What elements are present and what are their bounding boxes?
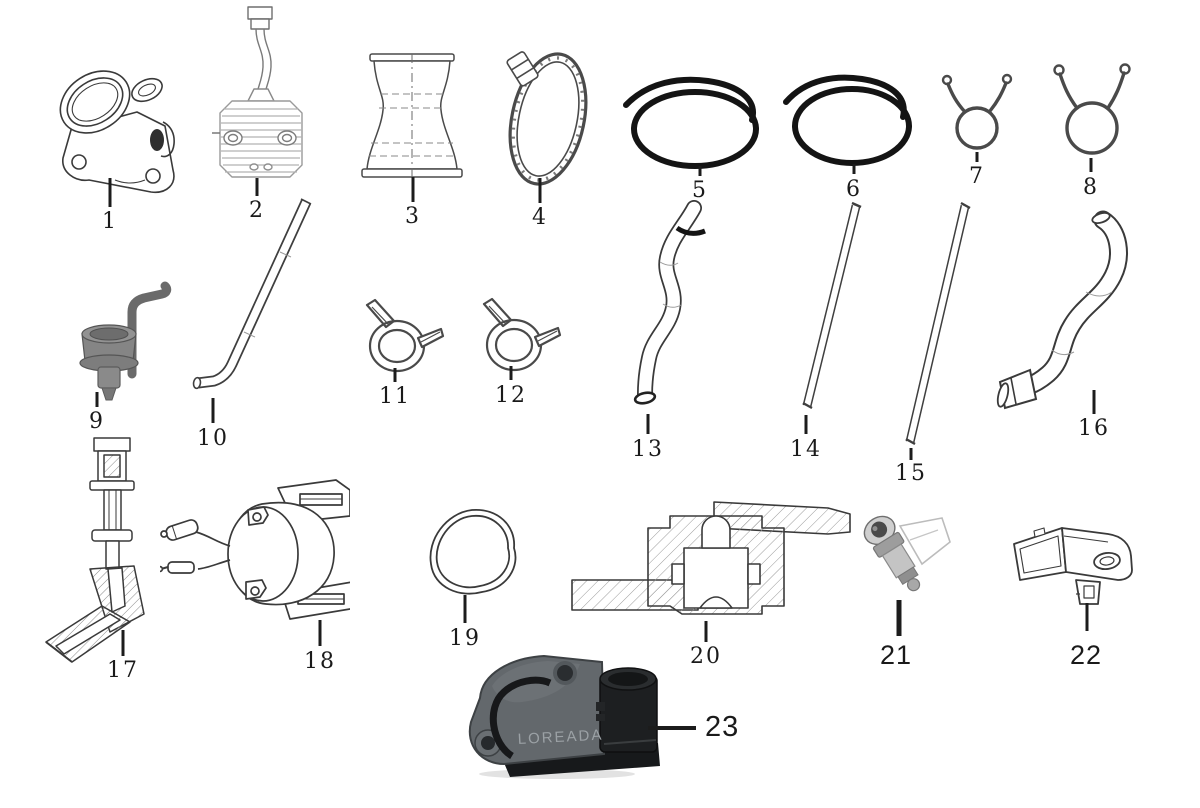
ignition-coil-icon xyxy=(160,479,350,620)
part-10-leader-line xyxy=(211,398,215,423)
part-22-map-sensor xyxy=(1004,514,1144,608)
part-16-label: 16 xyxy=(1078,416,1110,441)
part-11-leader-line xyxy=(393,368,397,382)
part-11-band-clamp xyxy=(355,296,445,380)
brand-text: LOREADA xyxy=(517,727,603,748)
part-1-intake-manifold xyxy=(55,60,195,208)
part-11-label: 11 xyxy=(379,384,411,409)
part-9-vacuum-valve xyxy=(62,274,172,402)
part-6-label: 6 xyxy=(846,177,862,202)
part-20-label: 20 xyxy=(690,644,722,669)
part-13-curved-hose xyxy=(615,200,725,415)
part-3-rubber-duct xyxy=(360,48,468,184)
intake-manifold-icon xyxy=(59,70,175,194)
part-18-ignition-coil xyxy=(160,476,350,626)
part-2-leader-line xyxy=(255,178,259,196)
part-6-leader-line xyxy=(852,164,856,174)
part-6-hose-coil xyxy=(778,70,928,170)
part-5-leader-line xyxy=(698,166,702,176)
part-12-band-clamp xyxy=(472,295,562,379)
part-16-leader-line xyxy=(1092,390,1096,414)
part-5-hose-coil xyxy=(618,72,778,172)
part-14-label: 14 xyxy=(790,437,822,462)
part-18-leader-line xyxy=(318,620,322,646)
part-1-leader-line xyxy=(108,178,112,207)
part-4-clamp-ring xyxy=(498,40,598,198)
part-23-throttle-position-sensor: LOREADA xyxy=(452,646,667,780)
straight-pipe-icon xyxy=(905,201,971,446)
part-14-leader-line xyxy=(804,415,808,434)
throttle-position-sensor-photo: LOREADA xyxy=(468,654,660,779)
part-22-label: 22 xyxy=(1069,640,1103,670)
part-10-label: 10 xyxy=(197,426,229,451)
rubber-duct-icon xyxy=(361,53,463,179)
curved-hose-icon xyxy=(996,210,1128,410)
part-23-leader-line xyxy=(648,726,696,730)
part-20-valve-bracket xyxy=(566,488,858,622)
part-17-label: 17 xyxy=(107,658,139,683)
voltage-regulator-icon xyxy=(212,6,303,178)
part-13-leader-line xyxy=(646,414,650,434)
band-clamp-icon xyxy=(482,297,562,372)
part-21-label: 21 xyxy=(879,640,913,670)
part-15-leader-line xyxy=(909,448,913,460)
part-2-label: 2 xyxy=(249,198,265,223)
part-23-label: 23 xyxy=(705,711,740,743)
part-9-leader-line xyxy=(95,392,99,407)
part-17-spark-plug-cap xyxy=(30,436,170,664)
part-9-label: 9 xyxy=(89,409,105,434)
spring-clamp-icon xyxy=(941,73,1013,150)
part-4-label: 4 xyxy=(532,205,548,230)
part-15-label: 15 xyxy=(895,461,927,486)
part-15-straight-pipe xyxy=(895,200,980,450)
part-3-label: 3 xyxy=(405,204,421,229)
straight-pipe-icon xyxy=(802,201,862,410)
part-22-leader-line xyxy=(1085,603,1089,631)
hose-coil-icon xyxy=(783,74,912,166)
spark-plug-cap-icon xyxy=(45,437,145,663)
part-12-leader-line xyxy=(509,366,513,380)
part-19-leader-line xyxy=(463,595,467,623)
band-clamp-icon xyxy=(365,298,445,373)
curved-hose-icon xyxy=(633,200,706,405)
part-5-label: 5 xyxy=(692,178,708,203)
part-18-label: 18 xyxy=(304,649,336,674)
part-8-spring-clamp xyxy=(1048,58,1138,162)
part-21-leader-line xyxy=(896,600,902,636)
part-12-label: 12 xyxy=(495,383,527,408)
fuel-injector-icon xyxy=(863,515,951,592)
part-7-label: 7 xyxy=(969,164,985,189)
gasket-icon xyxy=(429,509,517,595)
part-1-label: 1 xyxy=(102,209,118,234)
part-21-fuel-injector xyxy=(850,500,955,602)
vacuum-valve-icon xyxy=(79,281,172,401)
part-16-curved-hose xyxy=(990,208,1140,420)
part-7-leader-line xyxy=(975,152,979,162)
map-sensor-icon xyxy=(1013,527,1133,605)
part-4-leader-line xyxy=(538,178,542,203)
part-13-label: 13 xyxy=(632,437,664,462)
part-8-label: 8 xyxy=(1083,175,1099,200)
part-19-label: 19 xyxy=(449,626,481,651)
bent-pipe-icon xyxy=(192,198,312,390)
clamp-ring-icon xyxy=(506,51,588,186)
part-10-bent-pipe xyxy=(188,196,318,406)
part-2-voltage-regulator xyxy=(210,5,310,187)
part-3-leader-line xyxy=(411,177,415,202)
part-8-leader-line xyxy=(1089,158,1093,172)
part-14-straight-pipe xyxy=(790,200,870,415)
hose-coil-icon xyxy=(623,76,759,169)
part-17-leader-line xyxy=(121,630,125,656)
spring-clamp-icon xyxy=(1053,63,1131,155)
part-20-leader-line xyxy=(704,621,708,642)
valve-bracket-icon xyxy=(571,501,851,615)
part-19-gasket xyxy=(420,504,528,604)
part-7-spring-clamp xyxy=(938,64,1018,159)
